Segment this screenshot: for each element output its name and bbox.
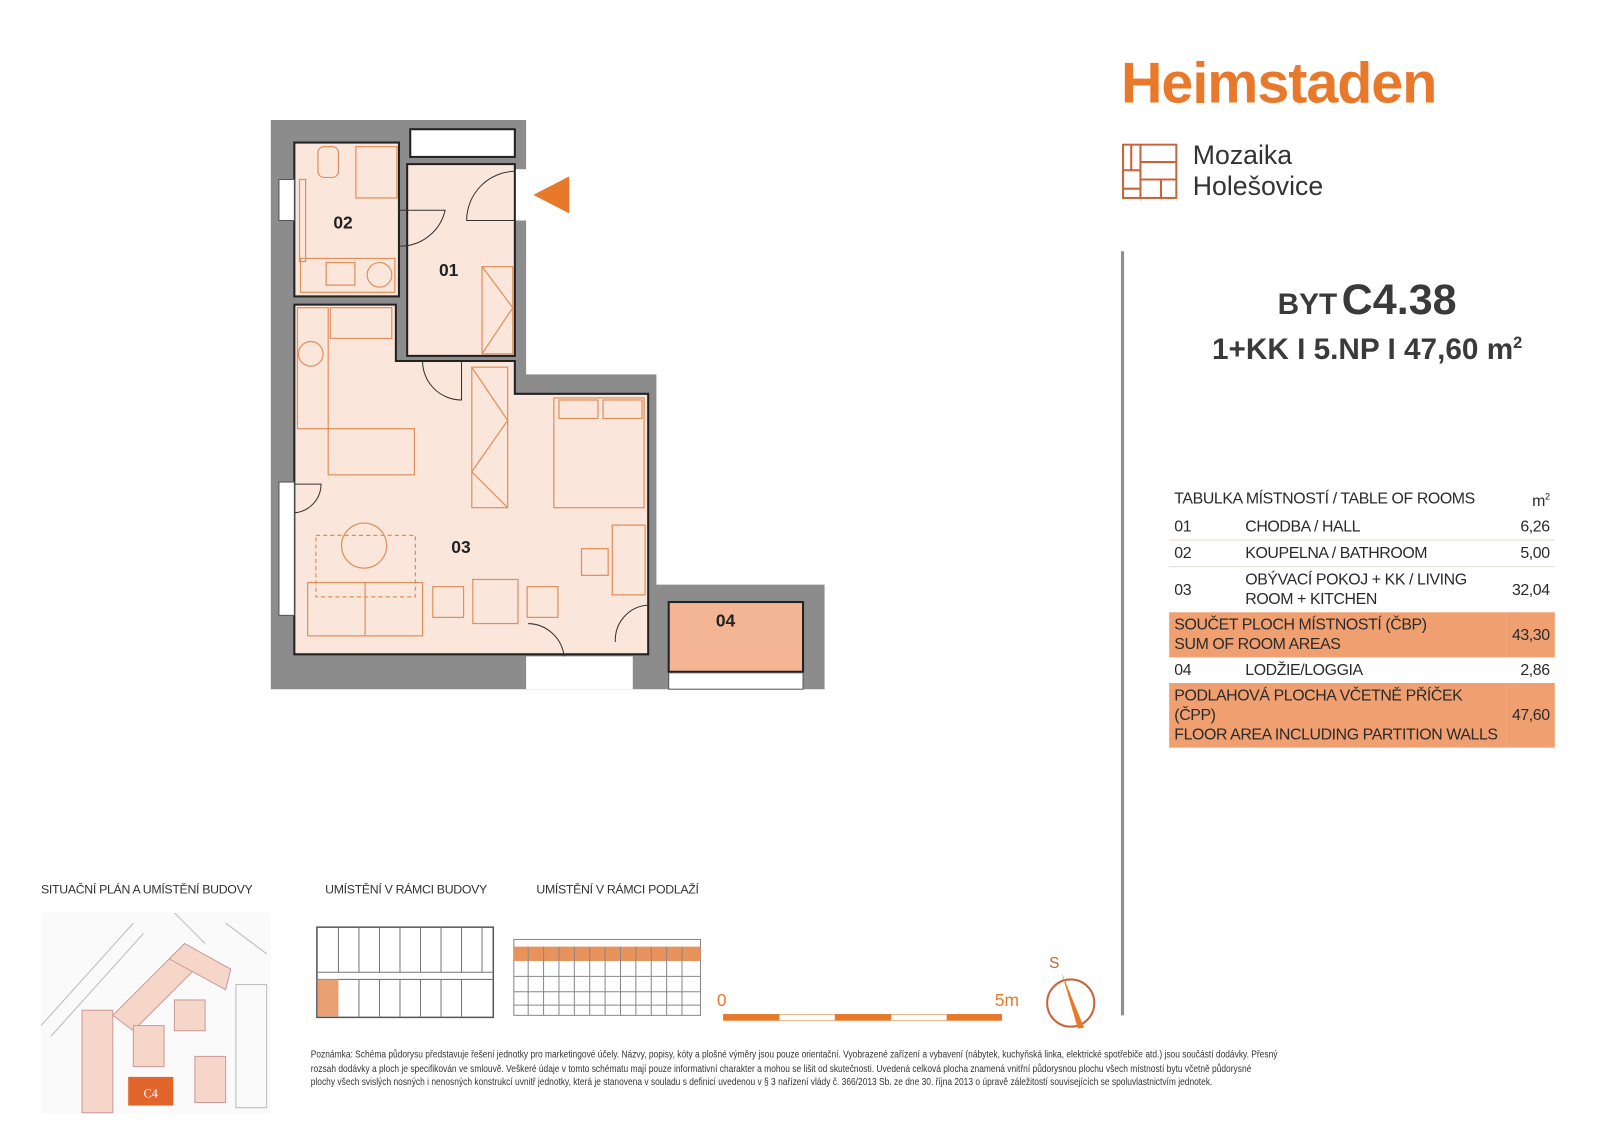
divider (1120, 251, 1125, 1016)
brand-logo: Heimstaden (1120, 50, 1437, 115)
room-04-loggia (667, 601, 805, 673)
entrance-opening (515, 169, 529, 221)
compass-icon: S (1046, 955, 1096, 1029)
unit-summary: 1+KK I 5.NP I 47,60 m2 (1179, 333, 1554, 367)
site-plan-label: SITUAČNÍ PLÁN A UMÍSTĚNÍ BUDOVY (41, 882, 253, 897)
site-plan-thumbnail: C4 (41, 912, 271, 1114)
scale-start: 0 (716, 990, 727, 1011)
building-location-thumbnail (316, 926, 495, 1019)
scale-end: 5m (994, 990, 1020, 1011)
table-row-total: PODLAHOVÁ PLOCHA VČETNĚ PŘÍČEK (ČPP)FLOO… (1169, 683, 1555, 748)
floor-plan: 02 01 03 04 (270, 119, 825, 690)
unit-layout: 1+KK I 5.NP I 47,60 m (1211, 333, 1514, 367)
mosaic-grid-icon (1122, 143, 1178, 199)
room-01-hall (406, 163, 516, 357)
room-label-02: 02 (333, 213, 352, 233)
unit-title: BYT C4.38 (1179, 275, 1554, 324)
project-line1: Mozaika (1192, 139, 1293, 171)
loggia-glazing (668, 672, 804, 690)
unit-code: C4.38 (1341, 274, 1457, 324)
building-location-label: UMÍSTĚNÍ V RÁMCI BUDOVY (325, 882, 487, 897)
project-name: Mozaika Holešovice (1193, 139, 1323, 201)
window-bathroom (278, 178, 295, 222)
table-title: TABULKA MÍSTNOSTÍ / TABLE OF ROOMS (1174, 490, 1475, 508)
balcony-door-opening (526, 656, 633, 690)
table-row-sum: SOUČET PLOCH MÍSTNOSTÍ (ČBP)SUM OF ROOM … (1169, 612, 1555, 658)
window (409, 128, 516, 158)
furniture (296, 146, 646, 637)
unit-sup: 2 (1513, 334, 1523, 353)
project-line2: Holešovice (1192, 170, 1324, 202)
room-label-04: 04 (716, 611, 736, 631)
entrance-arrow-icon (533, 176, 570, 214)
table-unit: m2 (1532, 491, 1550, 510)
window-living (278, 481, 295, 616)
floor-location-label: UMÍSTĚNÍ V RÁMCI PODLAŽÍ (536, 882, 699, 897)
room-label-01: 01 (439, 260, 459, 280)
compass-label: S (1049, 955, 1059, 972)
disclaimer-note: Poznámka: Schéma půdorysu představuje ře… (310, 1049, 1278, 1089)
unit-prefix: BYT (1277, 288, 1338, 322)
scale-bar (723, 1014, 1003, 1021)
site-tag: C4 (144, 1086, 158, 1100)
floor-location-thumbnail (513, 938, 701, 1016)
door-swings (294, 170, 649, 657)
room-label-03: 03 (451, 537, 471, 557)
room-02-bathroom (293, 141, 400, 298)
